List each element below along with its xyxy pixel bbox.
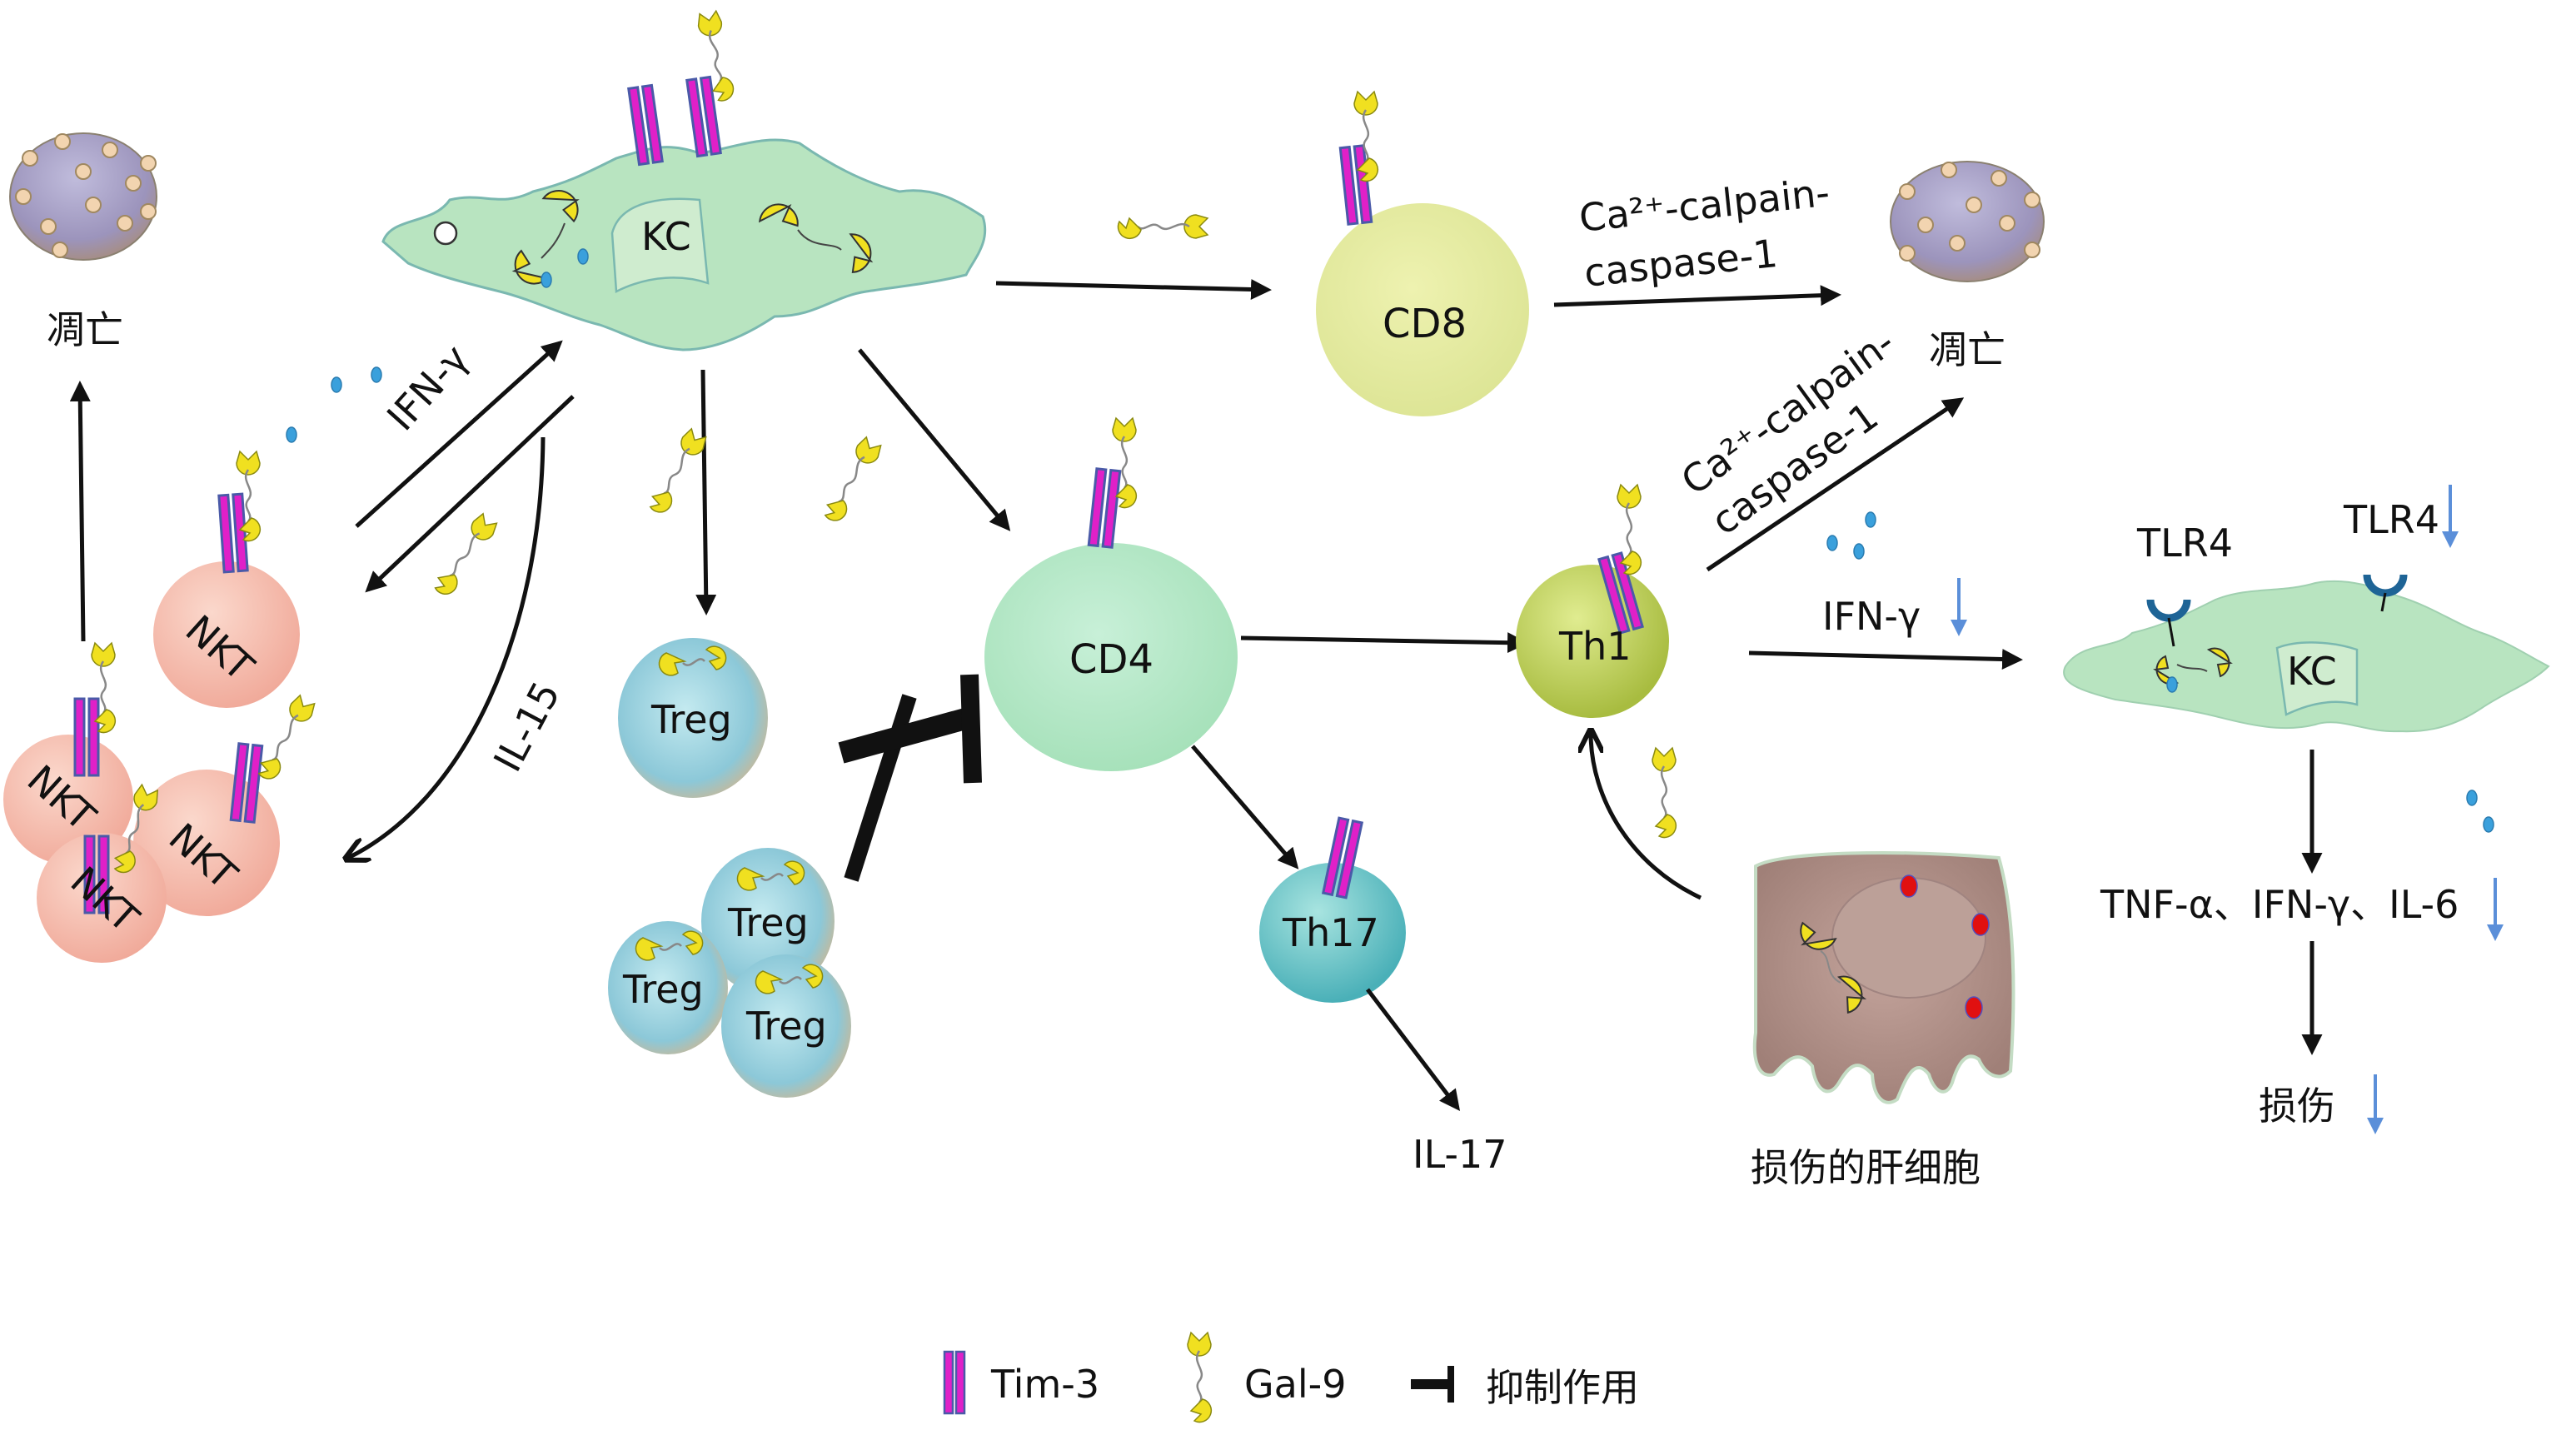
arrow-kc-to-cd8 <box>995 279 1272 301</box>
nkt-cell <box>153 450 300 708</box>
arrow-cd4-to-th1 <box>1240 632 1528 654</box>
gal9-free <box>1651 746 1677 839</box>
nkt-cell <box>3 641 319 963</box>
arrow-kc-to-cd4 <box>858 348 1011 531</box>
treg-cluster <box>608 848 851 1098</box>
th1-cell <box>1516 483 1669 718</box>
ca-calpain-label-cd8-line1: Ca²⁺-calpain- <box>1577 170 1832 241</box>
tlr4-right-label: TLR4 <box>2343 497 2439 542</box>
apoptotic-cell-right <box>1890 161 2045 282</box>
cytokines-label: TNF-α、IFN-γ、IL-6 <box>2100 882 2459 927</box>
gal9-free <box>642 426 710 518</box>
cytokine-dots-right <box>2466 790 2494 833</box>
arrow-kc-to-nkt <box>365 395 575 593</box>
arrow-th1-to-kc <box>1748 649 2023 670</box>
inhibition-icon <box>1411 1366 1454 1403</box>
inhibition-bar-treg-to-cd4 <box>838 674 982 882</box>
il17-label: IL-17 <box>1413 1132 1507 1177</box>
treg-label: Treg <box>727 900 809 945</box>
il15-label: IL-15 <box>485 675 569 780</box>
arrow-nkt-to-kc <box>355 340 563 528</box>
tim3-receptor-icon <box>943 1350 966 1415</box>
arrow-cd4-to-th17 <box>1191 745 1299 869</box>
legend-label-gal9: Gal-9 <box>1244 1362 1346 1407</box>
tlr4-receptor-icon <box>2363 574 2408 612</box>
tlr4-left-label: TLR4 <box>2136 521 2233 566</box>
apoptosis-label-left: 凋亡 <box>47 307 123 352</box>
arrow-kc-to-treg <box>695 369 717 615</box>
damaged-hepatocyte <box>1752 851 2015 1104</box>
th17-cell <box>1259 816 1406 1003</box>
arrow-cd8-to-apoptosis <box>1553 285 1841 307</box>
arrow-hepatocyte-to-th1 <box>1591 733 1702 900</box>
ifn-gamma-dots-left <box>286 366 382 443</box>
arrow-kc-to-nkt-il15 <box>348 436 546 858</box>
gal9-free <box>817 434 885 526</box>
ifn-gamma-label-left: IFN-γ <box>378 336 477 439</box>
cd8-cell <box>1316 90 1529 416</box>
legend: Tim-3 Gal-9 抑制作用 <box>943 1331 1639 1423</box>
cd8-label: CD8 <box>1383 301 1467 347</box>
ifn-gamma-label-right: IFN-γ <box>1822 594 1921 639</box>
treg-cell-single <box>618 638 768 798</box>
treg-label: Treg <box>745 1004 827 1049</box>
apoptosis-label-right: 凋亡 <box>1929 327 2005 372</box>
arrow-nkt-to-apoptosis <box>69 381 91 642</box>
gal9-free <box>1117 213 1209 240</box>
arrow-th1-to-apoptosis <box>1706 397 1965 572</box>
cd4-cell <box>984 416 1238 771</box>
apoptotic-cell-left <box>9 132 157 261</box>
th1-label: Th1 <box>1558 624 1632 669</box>
kc-right-label: KC <box>2287 649 2337 694</box>
treg-label: Treg <box>650 697 732 742</box>
th17-label: Th17 <box>1282 910 1379 955</box>
tlr4-receptor-icon <box>2146 599 2191 647</box>
kupffer-cell-right <box>2063 574 2550 733</box>
damaged-hepatocyte-label: 损伤的肝细胞 <box>1751 1145 1981 1190</box>
kupffer-cell-top <box>381 9 987 351</box>
treg-label: Treg <box>622 967 704 1012</box>
legend-label-inhibition: 抑制作用 <box>1486 1365 1639 1410</box>
cd4-label: CD4 <box>1069 636 1153 683</box>
ca-calpain-label-cd8-line2: caspase-1 <box>1582 231 1780 296</box>
legend-label-tim3: Tim-3 <box>990 1362 1099 1407</box>
injury-label: 损伤 <box>2259 1084 2335 1129</box>
gal9-ligand-icon <box>1186 1331 1213 1423</box>
arrow-th17-to-il17 <box>1366 988 1461 1111</box>
ifn-gamma-dots-right <box>1826 511 1876 560</box>
kc-top-label: KC <box>641 214 691 259</box>
